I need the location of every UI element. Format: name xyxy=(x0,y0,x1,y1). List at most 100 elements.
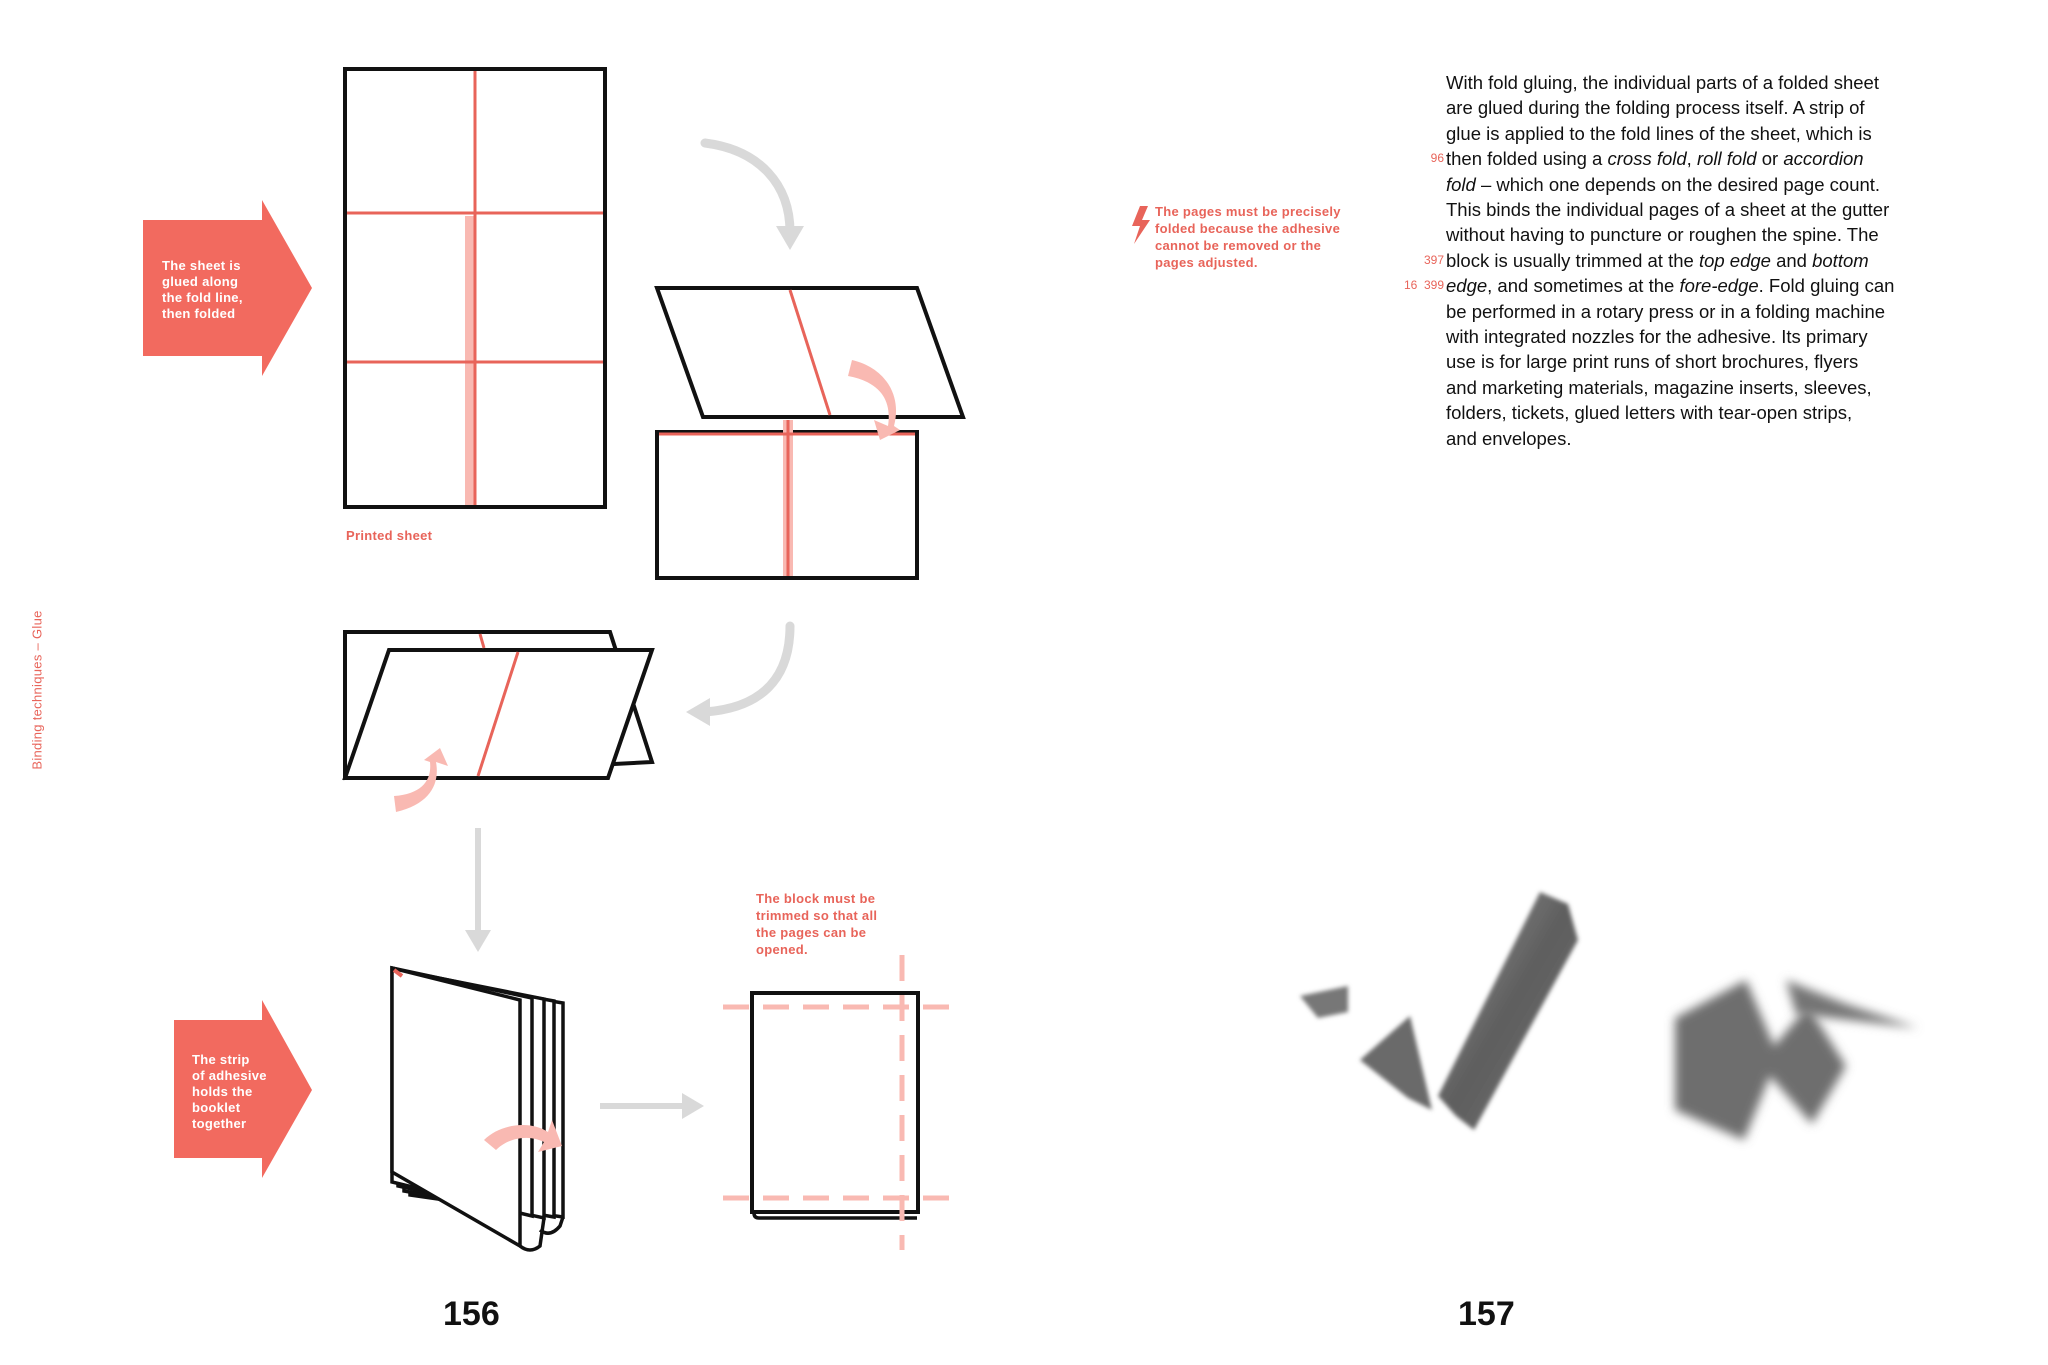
margin-ref xyxy=(1360,70,1444,95)
trim-note-line: opened. xyxy=(756,942,808,957)
section-side-label: Binding techniques – Glue xyxy=(29,610,45,770)
page-number-right: 157 xyxy=(1458,1295,1515,1333)
note-arrow-shape-1 xyxy=(143,200,312,376)
glue-note-line: the fold line, xyxy=(162,290,243,305)
body-line: fold – which one depends on the desired … xyxy=(1446,172,1926,197)
body-text-run: – which one depends on the desired page … xyxy=(1475,173,1881,195)
printed-sheet-caption: Printed sheet xyxy=(346,528,433,543)
body-text-run: are glued during the folding process its… xyxy=(1446,97,1865,119)
body-line: without having to puncture or roughen th… xyxy=(1446,222,1926,247)
glue-note-line: The sheet is xyxy=(162,258,241,273)
margin-ref xyxy=(1360,121,1444,146)
body-text-run: glue is applied to the fold lines of the… xyxy=(1446,122,1872,144)
down-arrow-icon xyxy=(465,828,491,952)
warning-note-line: cannot be removed or the xyxy=(1155,238,1322,253)
booklet-illustration xyxy=(390,965,565,1252)
margin-ref xyxy=(1360,299,1444,324)
adhesive-note-line: holds the xyxy=(192,1084,253,1099)
body-text-run: and marketing materials, magazine insert… xyxy=(1446,376,1872,398)
italic-term: bottom xyxy=(1812,249,1869,271)
body-line: are glued during the folding process its… xyxy=(1446,95,1926,120)
margin-ref xyxy=(1360,400,1444,425)
page-number-left: 156 xyxy=(443,1295,500,1333)
glue-note-line: then folded xyxy=(162,306,236,321)
curved-arrow-icon-2 xyxy=(686,621,795,726)
body-line: use is for large print runs of short bro… xyxy=(1446,349,1926,374)
body-text-run: with integrated nozzles for the adhesive… xyxy=(1446,326,1868,348)
adhesive-note-line: together xyxy=(192,1116,247,1131)
body-line: glue is applied to the fold lines of the… xyxy=(1446,121,1926,146)
body-text-run: use is for large print runs of short bro… xyxy=(1446,351,1859,373)
italic-term: cross fold xyxy=(1607,148,1687,170)
adhesive-note-line: of adhesive xyxy=(192,1068,267,1083)
body-line: and envelopes. xyxy=(1446,426,1926,451)
body-text-run: and xyxy=(1770,249,1813,271)
body-text-run: without having to puncture or roughen th… xyxy=(1446,224,1879,246)
margin-ref xyxy=(1360,324,1444,349)
italic-term: fold xyxy=(1446,173,1476,195)
body-text-run: , and sometimes at the xyxy=(1487,275,1680,297)
note-arrow-shape-2 xyxy=(174,1000,312,1178)
body-text-run: block is usually trimmed at the xyxy=(1446,249,1699,271)
adhesive-note-line: booklet xyxy=(192,1100,241,1115)
body-paragraph: With fold gluing, the individual parts o… xyxy=(1446,70,1926,451)
body-line: This binds the individual pages of a she… xyxy=(1446,197,1926,222)
fold-direction-icon xyxy=(848,360,900,440)
fold-direction-icon xyxy=(394,748,448,812)
curved-arrow-icon-1 xyxy=(700,138,804,250)
margin-ref: 96 xyxy=(1430,151,1444,166)
margin-ref xyxy=(1360,95,1444,120)
warning-bolt-icon xyxy=(1132,206,1150,244)
warning-note-line: The pages must be precisely xyxy=(1155,204,1341,219)
trimmed-block-illustration xyxy=(723,955,955,1250)
body-text-run: or xyxy=(1756,148,1784,170)
body-line: With fold gluing, the individual parts o… xyxy=(1446,70,1926,95)
glue-note-line: glued along xyxy=(162,274,239,289)
warning-note: The pages must be precisely folded becau… xyxy=(1155,203,1341,271)
body-line: then folded using a cross fold, roll fol… xyxy=(1446,146,1926,171)
adhesive-note-line: The strip xyxy=(192,1052,250,1067)
margin-ref xyxy=(1360,222,1444,247)
italic-term: edge xyxy=(1446,275,1488,297)
body-text-run: . Fold gluing can xyxy=(1758,275,1895,297)
body-text-run: This binds the individual pages of a she… xyxy=(1446,199,1890,221)
paper-cutouts-photo xyxy=(1300,892,1918,1140)
body-line: be performed in a rotary press or in a f… xyxy=(1446,299,1926,324)
warning-note-line: folded because the adhesive xyxy=(1155,221,1341,236)
body-line: folders, tickets, glued letters with tea… xyxy=(1446,400,1926,425)
trim-note: The block must be trimmed so that all th… xyxy=(756,890,877,958)
body-text-run: and envelopes. xyxy=(1446,427,1572,449)
margin-ref xyxy=(1360,425,1444,450)
body-text-run: , xyxy=(1686,148,1697,170)
adhesive-note: The strip of adhesive holds the booklet … xyxy=(192,1052,267,1132)
body-text-run: then folded using a xyxy=(1446,148,1608,170)
margin-ref: 397 xyxy=(1423,252,1444,267)
second-fold-illustration xyxy=(342,630,655,812)
body-line: and marketing materials, magazine insert… xyxy=(1446,375,1926,400)
printed-sheet-illustration xyxy=(343,67,607,509)
margin-ref xyxy=(1360,349,1444,374)
italic-term: roll fold xyxy=(1696,148,1757,170)
margin-ref: 16 399 xyxy=(1403,278,1444,293)
italic-term: accordion xyxy=(1783,148,1864,170)
body-line: block is usually trimmed at the top edge… xyxy=(1446,248,1926,273)
margin-cross-references: 96 397 16 399 xyxy=(1360,70,1444,451)
body-text-run: folders, tickets, glued letters with tea… xyxy=(1446,402,1853,424)
body-text-run: With fold gluing, the individual parts o… xyxy=(1446,72,1879,93)
glue-note: The sheet is glued along the fold line, … xyxy=(162,258,243,322)
trim-note-line: the pages can be xyxy=(756,925,867,940)
body-line: with integrated nozzles for the adhesive… xyxy=(1446,324,1926,349)
warning-note-line: pages adjusted. xyxy=(1155,255,1258,270)
margin-ref xyxy=(1360,172,1444,197)
margin-ref xyxy=(1360,197,1444,222)
body-line: edge, and sometimes at the fore-edge. Fo… xyxy=(1446,273,1926,298)
margin-ref xyxy=(1360,375,1444,400)
italic-term: top edge xyxy=(1698,249,1771,271)
sheet-outline xyxy=(343,67,607,509)
fold-direction-icon xyxy=(484,1120,562,1152)
trim-note-line: trimmed so that all xyxy=(756,908,878,923)
trim-note-line: The block must be xyxy=(756,891,876,906)
first-fold-illustration xyxy=(654,286,966,580)
body-text-run: be performed in a rotary press or in a f… xyxy=(1446,300,1886,322)
